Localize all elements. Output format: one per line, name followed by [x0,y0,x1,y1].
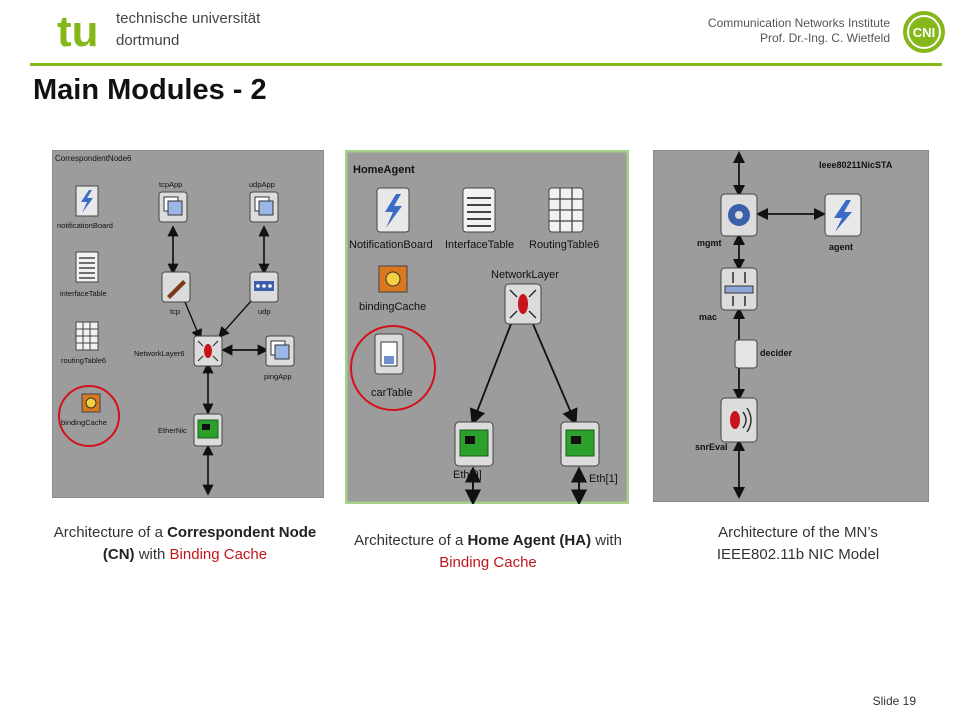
ha-routing-table-icon [548,187,584,233]
nic-mac-label: mac [699,312,717,322]
ha-notification-board-label: NotificationBoard [349,239,433,251]
nic-panel: Ieee80211NicSTA mgmt agent [652,149,930,503]
ha-diagram: HomeAgent NotificationBoard InterfaceTab… [344,149,630,506]
institute-line-2: Prof. Dr.-Ing. C. Wietfeld [759,31,890,45]
ha-eth1-label: Eth[1] [589,473,618,485]
cn-connections [167,225,270,496]
header-rule [30,63,942,66]
ha-interface-table-label: InterfaceTable [445,239,514,251]
cn-routing-table-icon [75,321,99,351]
cn-ethernic-label: EtherNic [158,426,187,435]
cn-interface-table-icon [75,251,99,283]
cn-binding-cache-label: bindingCache [61,418,107,427]
slide-title: Main Modules - 2 [33,74,267,106]
slide-number: Slide 19 [872,694,916,708]
cn-udpapp-icon [249,191,279,223]
cn-caption-bold: Correspondent Node (CN) [102,524,317,563]
nic-caption-line-1: Architecture of the MN’s [718,524,878,541]
ha-module-name: HomeAgent [353,164,415,176]
cn-network-layer-icon [193,335,223,367]
svg-text:CNI: CNI [913,25,935,40]
nic-snreval-icon [720,397,758,443]
ha-network-layer-icon [504,283,542,325]
cn-tcp-icon [161,271,191,303]
ha-routing-table-label: RoutingTable6 [529,239,599,251]
university-line-2: dortmund [116,32,180,49]
cn-udp-label: udp [258,307,271,316]
cn-pingapp-icon [265,335,295,367]
cn-tcpapp-icon [158,191,188,223]
cn-binding-cache-icon [81,393,101,413]
university-line-1: technische universität [116,10,261,27]
nic-decider-icon [734,339,758,369]
cn-caption-pre: Architecture of a [53,524,168,541]
ha-caption: Architecture of a Home Agent (HA) with B… [350,530,626,574]
ha-eth0-icon [454,421,494,467]
cn-network-layer-label: NetworkLayer6 [134,349,184,358]
cn-tcp-label: tcp [170,307,180,316]
institute-info: Communication Networks Institute Prof. D… [708,16,890,46]
nic-diagram: Ieee80211NicSTA mgmt agent [652,149,930,503]
cn-binding-cache-highlight [58,385,120,447]
cn-module-name: CorrespondentNode6 [55,154,132,163]
nic-snreval-label: snrEval [695,442,728,452]
cn-panel: CorrespondentNode6 notificationBoard [51,149,325,499]
ha-car-table-icon [374,333,404,375]
ha-binding-cache-label: bindingCache [359,301,426,313]
ha-eth0-label: Eth[0] [453,469,482,481]
nic-caption: Architecture of the MN’s IEEE802.11b NIC… [660,522,936,566]
cn-udpapp-label: udpApp [249,180,275,189]
nic-decider-label: decider [760,348,793,358]
ha-network-layer-label: NetworkLayer [491,269,559,281]
cn-pingapp-label: pingApp [264,372,292,381]
ha-connections [464,323,588,506]
ha-notification-board-icon [376,187,410,233]
cn-routing-table-label: routingTable6 [61,356,106,365]
nic-agent-label: agent [829,242,853,252]
ha-binding-cache-icon [378,265,408,293]
cn-tcpapp-label: tcpApp [159,180,182,189]
ha-caption-bold: Home Agent (HA) [467,532,592,549]
svg-text:tu: tu [57,7,99,52]
cn-caption-red: Binding Cache [169,546,268,563]
cn-diagram: CorrespondentNode6 notificationBoard [51,149,325,499]
nic-caption-line-2: IEEE802.11b NIC Model [716,546,880,563]
ha-eth1-icon [560,421,600,467]
cn-notification-board-label: notificationBoard [57,221,113,230]
ha-panel: HomeAgent NotificationBoard InterfaceTab… [344,149,630,506]
cn-notification-board-icon [75,185,99,217]
ha-car-table-label: carTable [371,387,413,399]
tu-logo: tu [57,6,103,57]
cni-logo: CNI [902,10,946,59]
cn-udp-icon [249,271,279,303]
ha-caption-pre: Architecture of a [354,532,468,549]
ha-caption-red: Binding Cache [439,554,537,571]
cn-caption: Architecture of a Correspondent Node (CN… [40,522,330,566]
ha-caption-mid: with [591,532,622,549]
nic-agent-icon [824,193,862,237]
ha-car-table-highlight [350,325,436,411]
cn-ethernic-icon [193,413,223,447]
cn-caption-mid: with [134,546,170,563]
nic-module-name: Ieee80211NicSTA [819,160,893,170]
university-name: technische universität dortmund [116,8,260,52]
institute-line-1: Communication Networks Institute [707,16,890,30]
ha-interface-table-icon [462,187,496,233]
nic-mac-icon [720,267,758,311]
nic-mgmt-label: mgmt [697,238,722,248]
cn-interface-table-label: interfaceTable [60,289,107,298]
nic-mgmt-icon [720,193,758,237]
